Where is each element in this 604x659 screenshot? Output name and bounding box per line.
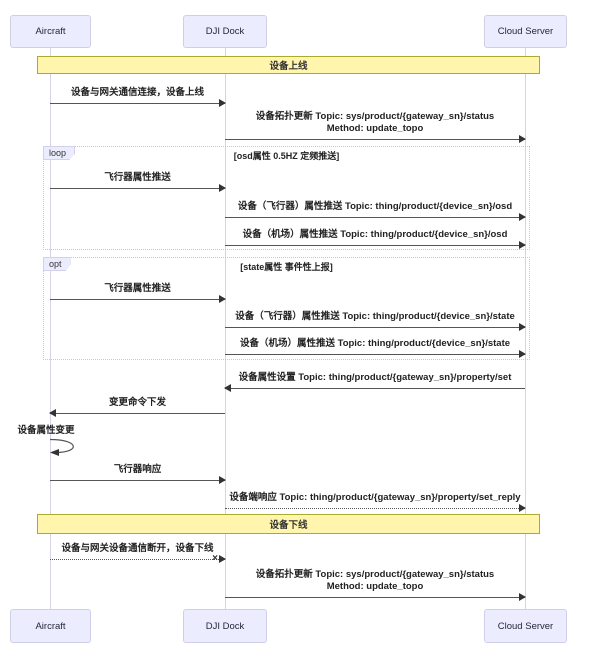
message-line	[225, 354, 525, 355]
message-text: 飞行器属性推送	[104, 283, 171, 294]
message-line	[225, 217, 525, 218]
self-message-arc-icon	[50, 438, 74, 456]
actor-dji-dock-label: DJI Dock	[205, 620, 245, 632]
message-line	[225, 327, 525, 328]
banner-device-offline-label: 设备下线	[269, 520, 308, 531]
message-line	[225, 139, 525, 140]
actor-cloud-server-top: Cloud Server	[484, 15, 567, 48]
arrowhead-right-icon	[519, 323, 526, 331]
message-text-line1: 设备拓扑更新 Topic: sys/product/{gateway_sn}/s…	[255, 111, 495, 122]
arrowhead-right-icon	[519, 593, 526, 601]
message-text: 设备（飞行器）属性推送 Topic: thing/product/{device…	[237, 201, 513, 212]
banner-device-offline: 设备下线	[37, 514, 540, 534]
message-text: 飞行器响应	[113, 464, 162, 475]
message-line	[225, 245, 525, 246]
message-text-line2: Method: update_topo	[326, 581, 424, 592]
fragment-loop-condition: [osd属性 0.5HZ 定频推送]	[233, 151, 340, 161]
arrowhead-left-icon	[224, 384, 231, 392]
arrowhead-right-icon	[519, 350, 526, 358]
arrowhead-right-icon	[219, 184, 226, 192]
message-text: 设备与网关通信连接，设备上线	[70, 87, 204, 98]
message-line	[225, 388, 525, 389]
arrowhead-right-icon	[519, 504, 526, 512]
actor-cloud-server-label: Cloud Server	[497, 620, 554, 632]
lifeline-aircraft	[50, 48, 51, 609]
arrowhead-right-icon	[519, 213, 526, 221]
message-text-line2: Method: update_topo	[326, 123, 424, 134]
arrowhead-right-icon	[519, 241, 526, 249]
banner-device-online-label: 设备上线	[269, 61, 308, 72]
actor-dji-dock-label: DJI Dock	[205, 26, 245, 37]
actor-aircraft-label: Aircraft	[35, 620, 66, 632]
arrowhead-right-icon	[219, 476, 226, 484]
fragment-loop-label: loop	[43, 146, 76, 160]
arrowhead-right-icon	[219, 295, 226, 303]
actor-aircraft-bottom: Aircraft	[10, 609, 91, 643]
actor-aircraft-label: Aircraft	[35, 26, 66, 37]
message-text: 设备（机场）属性推送 Topic: thing/product/{device_…	[239, 338, 511, 349]
message-text: 变更命令下发	[108, 397, 166, 408]
fragment-opt-label: opt	[43, 257, 71, 271]
message-line	[225, 597, 525, 598]
fragment-loop: loop [osd属性 0.5HZ 定频推送]	[43, 146, 530, 250]
message-line	[50, 103, 225, 104]
message-line-dotted	[225, 508, 525, 509]
self-message-property-change: 设备属性变更	[17, 425, 75, 436]
banner-device-online: 设备上线	[37, 56, 540, 74]
arrowhead-right-icon	[219, 555, 226, 563]
message-text: 设备属性设置 Topic: thing/product/{gateway_sn}…	[238, 372, 512, 383]
actor-cloud-server-label: Cloud Server	[497, 26, 554, 37]
actor-aircraft-top: Aircraft	[10, 15, 91, 48]
message-text: 设备（飞行器）属性推送 Topic: thing/product/{device…	[235, 311, 515, 322]
message-text: 设备拓扑更新 Topic: sys/product/{gateway_sn}/s…	[185, 569, 565, 593]
lifeline-dji-dock	[225, 48, 226, 609]
message-line	[50, 480, 225, 481]
message-line	[50, 299, 225, 300]
arrowhead-right-icon	[219, 99, 226, 107]
message-text-line1: 设备拓扑更新 Topic: sys/product/{gateway_sn}/s…	[255, 569, 495, 580]
fragment-opt: opt [state属性 事件性上报]	[43, 257, 530, 360]
message-text: 设备端响应 Topic: thing/product/{gateway_sn}/…	[229, 492, 521, 503]
arrowhead-right-icon	[519, 135, 526, 143]
message-text: 设备与网关设备通信断开，设备下线	[61, 543, 214, 554]
message-line	[50, 413, 225, 414]
message-line	[50, 188, 225, 189]
actor-cloud-server-bottom: Cloud Server	[484, 609, 567, 643]
message-text: 设备拓扑更新 Topic: sys/product/{gateway_sn}/s…	[185, 111, 565, 135]
arrowhead-left-icon	[49, 409, 56, 417]
actor-dji-dock-bottom: DJI Dock	[183, 609, 267, 643]
message-text: 飞行器属性推送	[104, 172, 171, 183]
message-line-dotted	[50, 559, 225, 560]
fragment-opt-condition: [state属性 事件性上报]	[240, 262, 333, 272]
message-text: 设备（机场）属性推送 Topic: thing/product/{device_…	[242, 229, 508, 240]
actor-dji-dock-top: DJI Dock	[183, 15, 267, 48]
cross-mark-icon: ×	[212, 553, 218, 564]
